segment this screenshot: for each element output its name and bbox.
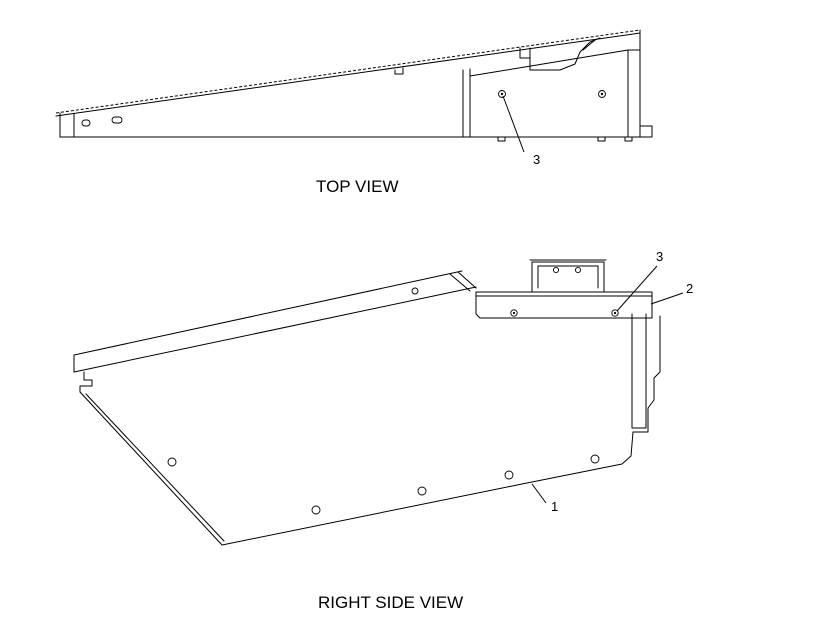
panel-hole: [504, 470, 514, 480]
callout-side-1: 1: [551, 499, 558, 514]
clip-hole: [552, 266, 560, 274]
right-side-view-drawing: [73, 259, 684, 546]
right-side-view-title: RIGHT SIDE VIEW: [318, 593, 463, 612]
leader-line: [616, 265, 658, 312]
flange-hole: [411, 287, 419, 295]
panel-hole: [590, 454, 600, 464]
slot-hole: [81, 119, 91, 127]
panel-hole: [311, 505, 321, 515]
callout-side-3: 3: [656, 249, 663, 264]
callout-side-2: 2: [686, 281, 693, 296]
callout-top-3: 3: [533, 152, 540, 167]
panel-hole: [167, 457, 177, 467]
panel-hole: [417, 486, 427, 496]
clip-hole: [574, 266, 582, 274]
top-view-drawing: [55, 29, 653, 153]
slot-hole: [111, 116, 123, 124]
leader-line: [502, 95, 525, 153]
leader-line: [650, 292, 684, 305]
top-view-title: TOP VIEW: [316, 177, 399, 196]
leader-line: [531, 483, 547, 504]
